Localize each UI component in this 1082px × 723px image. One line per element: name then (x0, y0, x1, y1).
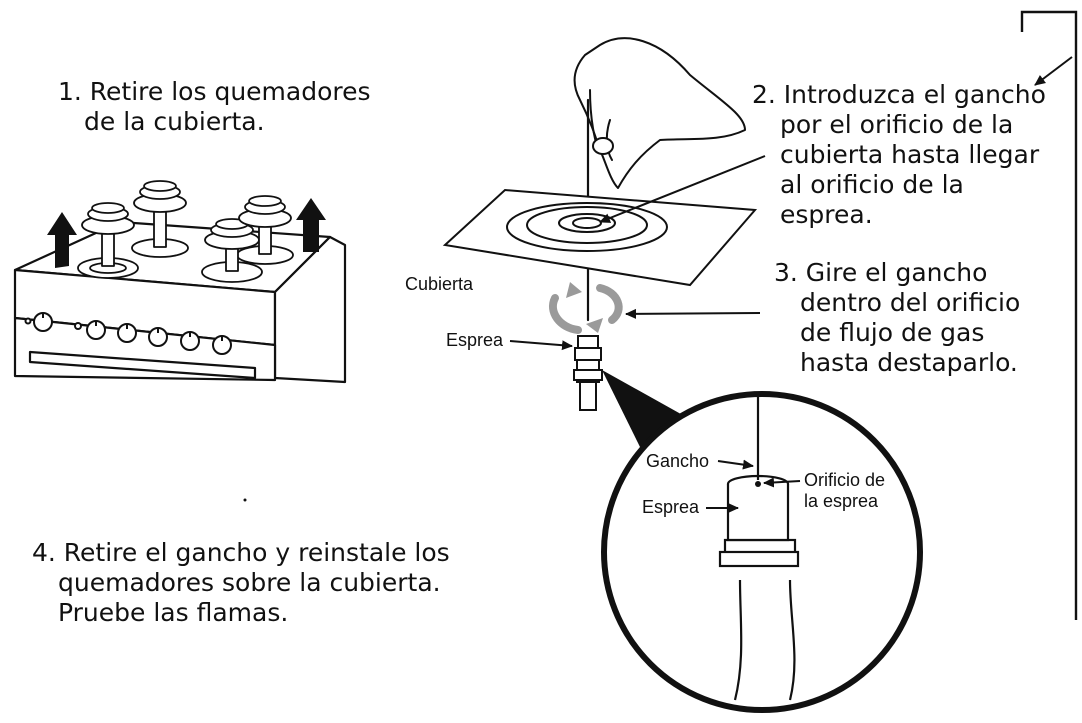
step-1-line-1: 1. Retire los quemadores (58, 77, 371, 106)
cooktop-plate (442, 188, 758, 287)
step-4-line-2: quemadores sobre la cubierta. (58, 568, 441, 597)
step-3-line-1: 3. Gire el gancho (774, 258, 988, 287)
step-4-line-1: 4. Retire el gancho y reinstale los (32, 538, 450, 567)
step-2-line-5: esprea. (780, 200, 873, 229)
rotation-arrows-icon (549, 284, 623, 334)
leader-lines (509, 56, 1073, 513)
step-4-text: 4. Retire el gancho y reinstale los quem… (32, 538, 450, 628)
step-1-text: 1. Retire los quemadores de la cubierta. (58, 77, 371, 137)
step-2-line-4: al orificio de la (780, 170, 964, 199)
esprea-nozzle (573, 335, 603, 411)
label-esprea-detail: Esprea (642, 497, 700, 517)
burner-bases (77, 238, 294, 283)
up-arrow-icon (47, 198, 326, 268)
label-cubierta: Cubierta (405, 274, 474, 294)
step-4-line-3: Pruebe las flamas. (58, 598, 289, 627)
step-2-line-3: cubierta hasta llegar (780, 140, 1040, 169)
step-3-text: 3. Gire el gancho dentro del orificio de… (774, 258, 1020, 378)
lifted-burners (81, 180, 292, 272)
label-gancho: Gancho (646, 451, 710, 471)
label-orificio-line-1: Orificio de (804, 470, 886, 490)
step-2-line-2: por el orificio de la (780, 110, 1014, 139)
label-esprea-main: Esprea (446, 330, 504, 350)
magnified-detail-circle (601, 391, 923, 713)
step-3-line-4: hasta destaparlo. (800, 348, 1018, 377)
step-2-line-1: 2. Introduzca el gancho (752, 80, 1046, 109)
label-orificio-line-2: la esprea (804, 491, 879, 511)
label-orificio-de-la-esprea: Orificio de la esprea (804, 470, 885, 512)
step-3-line-3: de flujo de gas (800, 318, 985, 347)
step-3-line-2: dentro del orificio (800, 288, 1021, 317)
stove-knobs (24, 312, 232, 355)
right-bracket (1020, 10, 1078, 620)
stove-illustration (13, 180, 347, 384)
step-2-text: 2. Introduzca el gancho por el orificio … (752, 80, 1046, 230)
step-1-line-2: de la cubierta. (84, 107, 265, 136)
